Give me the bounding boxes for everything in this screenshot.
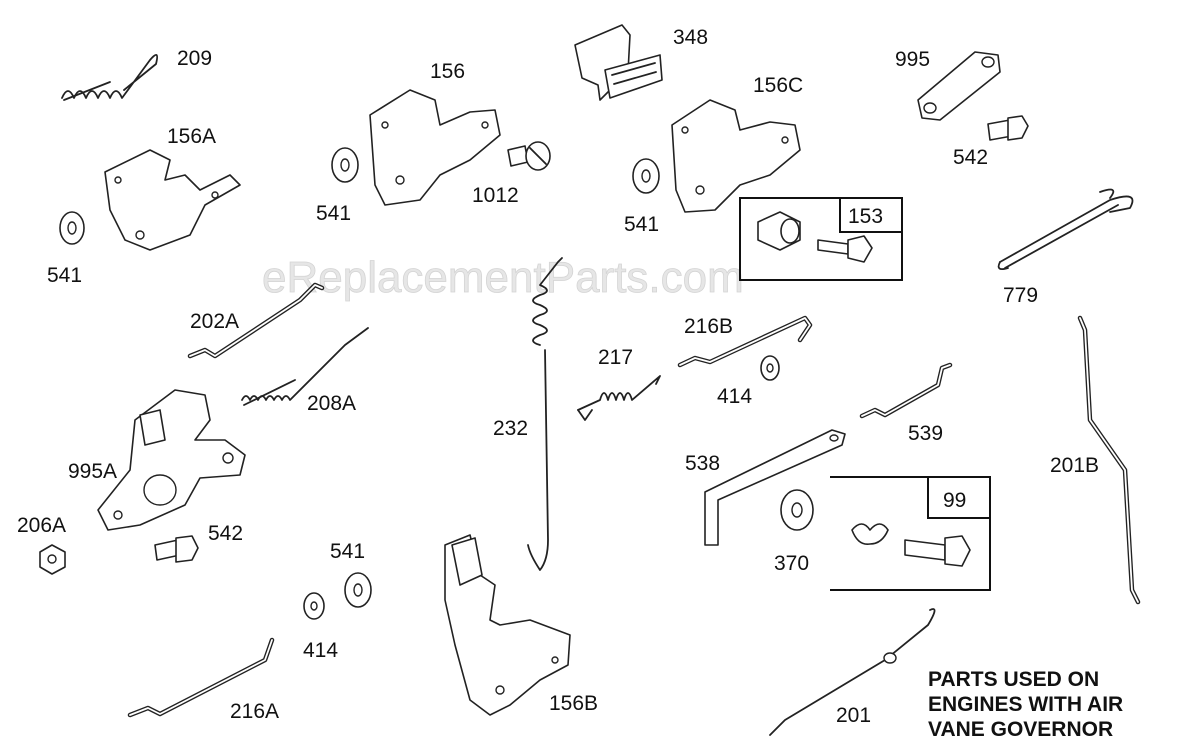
label-206a: 206A — [17, 514, 66, 537]
label-232: 232 — [493, 417, 528, 440]
part-201b-rod — [1077, 315, 1141, 605]
part-370-washer — [780, 489, 814, 531]
part-348-bracket — [574, 24, 663, 101]
label-1012: 1012 — [472, 184, 519, 207]
label-538: 538 — [685, 452, 720, 475]
part-995a-lever — [97, 389, 246, 531]
part-995-link — [917, 51, 1001, 121]
label-539: 539 — [908, 422, 943, 445]
part-216a-rod — [127, 637, 275, 718]
part-216b-rod — [677, 315, 813, 368]
label-542-a: 542 — [953, 146, 988, 169]
label-209: 209 — [177, 47, 212, 70]
part-539-rod — [859, 362, 953, 419]
part-201-rod — [769, 608, 936, 736]
label-202a: 202A — [190, 310, 239, 333]
watermark: eReplacementParts.com — [262, 253, 744, 302]
note-line-2: ENGINES WITH AIR — [928, 693, 1123, 716]
part-541-washer-a — [59, 211, 85, 245]
label-414-a: 414 — [717, 385, 752, 408]
part-414-washer-a — [760, 355, 780, 381]
label-541-d: 541 — [330, 540, 365, 563]
label-217: 217 — [598, 346, 633, 369]
note-line-1: PARTS USED ON — [928, 668, 1099, 691]
part-206a-nut — [39, 544, 66, 575]
label-370: 370 — [774, 552, 809, 575]
part-541-washer-b — [331, 147, 359, 183]
label-201b: 201B — [1050, 454, 1099, 477]
label-216a: 216A — [230, 700, 279, 723]
part-202a-rod — [187, 282, 325, 359]
part-156a-lever — [104, 149, 241, 251]
label-156b: 156B — [549, 692, 598, 715]
label-99: 99 — [943, 489, 966, 512]
part-156-lever — [369, 89, 501, 206]
label-156c: 156C — [753, 74, 803, 97]
label-995a: 995A — [68, 460, 117, 483]
label-208a: 208A — [307, 392, 356, 415]
part-232-spring-rod — [527, 257, 563, 571]
part-542-bolt-a — [987, 115, 1029, 141]
part-217-spring — [577, 375, 661, 421]
label-414-b: 414 — [303, 639, 338, 662]
label-153: 153 — [848, 205, 883, 228]
part-156c-lever — [671, 99, 801, 213]
label-779: 779 — [1003, 284, 1038, 307]
label-541-b: 541 — [624, 213, 659, 236]
part-208a-spring — [241, 327, 369, 406]
part-538-link — [704, 429, 846, 546]
kit-box-153 — [739, 197, 903, 281]
label-216b: 216B — [684, 315, 733, 338]
part-541-washer-d — [344, 572, 372, 608]
label-348: 348 — [673, 26, 708, 49]
label-201: 201 — [836, 704, 871, 727]
label-542-b: 542 — [208, 522, 243, 545]
kit-box-99 — [830, 476, 991, 591]
governor-note: PARTS USED ON ENGINES WITH AIR VANE GOVE… — [928, 668, 1123, 741]
note-line-3: VANE GOVERNOR — [928, 718, 1113, 741]
part-779-wire — [997, 188, 1134, 271]
part-1012-screw — [507, 141, 551, 171]
label-541-a: 541 — [316, 202, 351, 225]
label-156a: 156A — [167, 125, 216, 148]
label-541-c: 541 — [47, 264, 82, 287]
part-541-washer-c — [632, 158, 660, 194]
part-209-spring — [61, 54, 159, 101]
part-414-washer-b — [303, 592, 325, 620]
part-542-bolt-b — [154, 535, 199, 563]
label-995: 995 — [895, 48, 930, 71]
label-156: 156 — [430, 60, 465, 83]
part-156b-lever — [444, 534, 571, 716]
